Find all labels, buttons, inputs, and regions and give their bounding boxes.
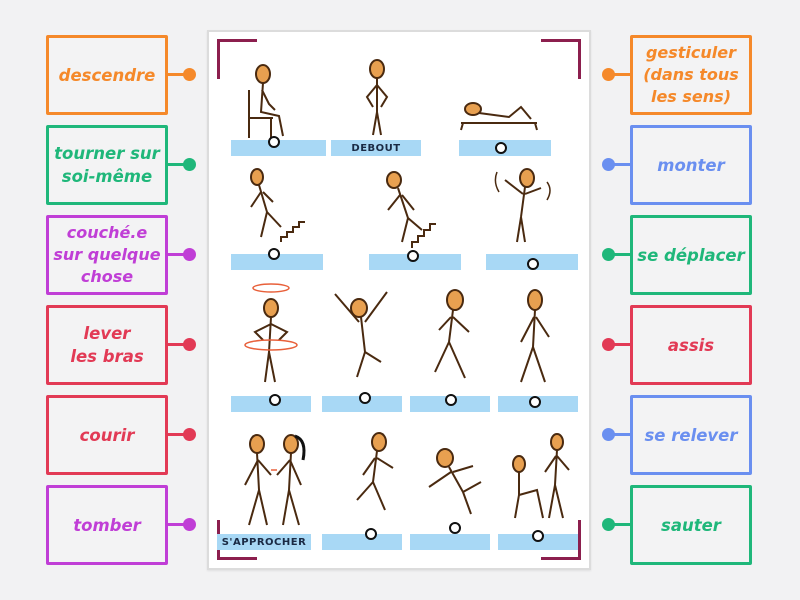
diagram-panel: DEBOUT [207,30,591,570]
lying-figure-icon [459,97,539,136]
frame-corner [217,39,257,79]
connector-dot-icon[interactable] [183,338,196,351]
frame-corner [541,39,581,79]
drop-target-marker[interactable] [445,394,457,406]
drop-target-marker[interactable] [359,392,371,404]
label-debout: DEBOUT [331,140,421,156]
drop-slot[interactable] [322,396,402,412]
standing-figure-icon [357,57,397,141]
going-down-stairs-figure-icon [237,167,317,251]
drop-target-marker[interactable] [269,394,281,406]
drop-target-marker[interactable] [365,528,377,540]
connector-handle[interactable] [602,248,630,261]
connector-dot-icon[interactable] [183,428,196,441]
connector-handle[interactable] [602,518,630,531]
drop-target-marker[interactable] [529,396,541,408]
connector-handle[interactable] [602,158,630,171]
term-courir[interactable]: courir [46,395,168,475]
connector-handle[interactable] [602,428,630,441]
term-tomber[interactable]: tomber [46,485,168,565]
term-lever-les-bras[interactable]: lever les bras [46,305,168,385]
connector-handle[interactable] [168,518,196,531]
walking-figure-icon [509,282,559,396]
connector-handle[interactable] [602,338,630,351]
term-monter[interactable]: monter [630,125,752,205]
drop-target-marker[interactable] [532,530,544,542]
term-se-relever[interactable]: se relever [630,395,752,475]
sitting-figure-icon [239,60,299,144]
frame-corner [541,520,581,560]
connector-dot-icon[interactable] [602,338,615,351]
term-assis[interactable]: assis [630,305,752,385]
connector-dot-icon[interactable] [183,158,196,171]
drop-slot[interactable] [322,534,402,550]
connector-handle[interactable] [168,338,196,351]
drop-target-marker[interactable] [527,258,539,270]
connector-dot-icon[interactable] [183,518,196,531]
term-se-deplacer[interactable]: se déplacer [630,215,752,295]
term-descendre[interactable]: descendre [46,35,168,115]
gesticulating-figure-icon [489,162,559,251]
connector-handle[interactable] [602,68,630,81]
drop-target-marker[interactable] [407,250,419,262]
going-up-stairs-figure-icon [374,170,454,254]
connector-handle[interactable] [168,428,196,441]
running-figure-icon [349,430,409,524]
drop-slot[interactable] [498,534,578,550]
getting-up-figure-icon [507,430,577,529]
falling-figure-icon [419,442,494,526]
drop-slot[interactable] [410,534,490,550]
term-gesticuler[interactable]: gesticuler (dans tous les sens) [630,35,752,115]
drop-target-marker[interactable] [495,142,507,154]
connector-dot-icon[interactable] [602,248,615,261]
raising-arms-figure-icon [327,282,397,396]
term-tourner-sur-soi-meme[interactable]: tourner sur soi-même [46,125,168,205]
drop-slot[interactable] [231,140,326,156]
drop-target-marker[interactable] [268,136,280,148]
turning-around-figure-icon [237,282,307,391]
connector-dot-icon[interactable] [602,518,615,531]
drop-slot[interactable] [369,254,461,270]
connector-dot-icon[interactable] [602,428,615,441]
connector-dot-icon[interactable] [602,68,615,81]
drop-slot[interactable] [231,254,323,270]
drop-target-marker[interactable] [449,522,461,534]
term-sauter[interactable]: sauter [630,485,752,565]
connector-handle[interactable] [168,248,196,261]
moving-around-figure-icon [419,282,479,391]
drop-target-marker[interactable] [268,248,280,260]
label-s-approcher: S'APPROCHER [217,534,311,550]
connector-handle[interactable] [168,158,196,171]
connector-dot-icon[interactable] [602,158,615,171]
connector-dot-icon[interactable] [183,68,196,81]
approaching-figure-icon [237,430,317,534]
connector-handle[interactable] [168,68,196,81]
connector-dot-icon[interactable] [183,248,196,261]
term-couche-sur-quelque-chose[interactable]: couché.e sur quelque chose [46,215,168,295]
